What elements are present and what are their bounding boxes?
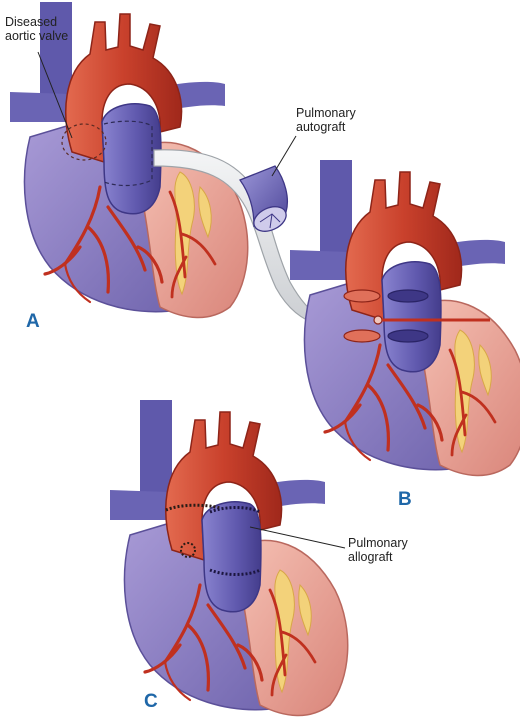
label-pulmonary-autograft: Pulmonary autograft [296,106,356,134]
panel-label-b: B [398,489,412,510]
panel-label-a: A [26,311,40,332]
leader-allograft [249,526,346,549]
leader-autograft [271,135,297,177]
label-pulmonary-allograft: Pulmonary allograft [348,536,408,564]
leader-diseased-valve [37,51,73,139]
heart-panel-c [108,398,350,718]
heart-panel-a [8,0,250,320]
autograft-tube [238,165,289,232]
heart-panel-b [288,158,520,478]
label-diseased-valve: Diseased aortic valve [5,15,69,43]
panel-label-c: C [144,691,158,712]
